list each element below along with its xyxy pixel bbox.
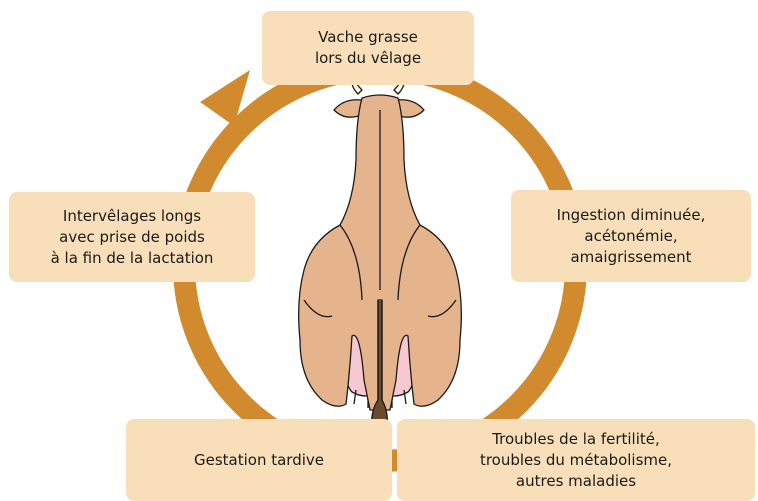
node-bottom-right-label: Troubles de la fertilité, troubles du mé…: [480, 429, 672, 492]
node-late-gestation: Gestation tardive: [126, 419, 392, 501]
node-reduced-intake: Ingestion diminuée, acétonémie, amaigris…: [511, 190, 751, 282]
node-fat-cow-at-calving: Vache grasse lors du vêlage: [262, 11, 474, 85]
node-top-label: Vache grasse lors du vêlage: [315, 27, 421, 69]
node-fertility-troubles: Troubles de la fertilité, troubles du mé…: [397, 419, 755, 501]
node-left-label: Intervêlages longs avec prise de poids à…: [51, 206, 214, 269]
node-long-calving-intervals: Intervêlages longs avec prise de poids à…: [9, 192, 255, 282]
node-bottom-left-label: Gestation tardive: [194, 450, 324, 471]
cow-illustration: [299, 76, 462, 439]
node-right-label: Ingestion diminuée, acétonémie, amaigris…: [557, 205, 706, 268]
